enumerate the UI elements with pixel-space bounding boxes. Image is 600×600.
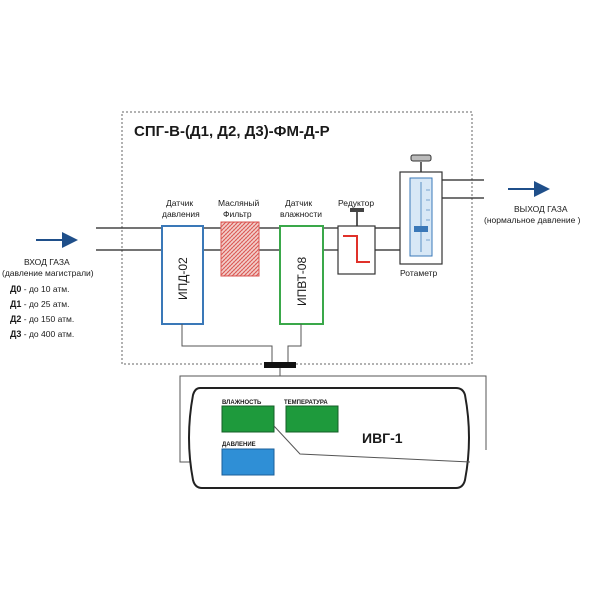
humidity-sensor: Датчик влажности ИПВТ-08 [279, 198, 324, 325]
ivg1-device: ВЛАЖНОСТЬ ТЕМПЕРАТУРА ДАВЛЕНИЕ ИВГ-1 [188, 387, 471, 489]
inlet-sublabel: (давление магистрали) [2, 268, 94, 278]
range-d0: Д0 - до 10 атм. [10, 284, 69, 294]
display-temperature-label: ТЕМПЕРАТУРА [284, 400, 328, 406]
display-humidity [221, 405, 275, 433]
gas-pipe [96, 179, 484, 251]
range-d1: Д1 - до 25 атм. [10, 299, 69, 309]
inlet-label: ВХОД ГАЗА [24, 257, 70, 267]
oil-filter-caption1: Масляный [218, 198, 260, 208]
outlet-sublabel: (нормальное давление ) [484, 215, 581, 225]
display-humidity-label: ВЛАЖНОСТЬ [222, 400, 262, 406]
humidity-sensor-model: ИПВТ-08 [295, 257, 309, 306]
oil-filter: Масляный Фильтр [218, 198, 260, 277]
display-pressure-label: ДАВЛЕНИЕ [222, 442, 256, 448]
oil-filter-element [220, 221, 260, 277]
oil-filter-caption2: Фильтр [223, 209, 252, 219]
humidity-sensor-caption1: Датчик [285, 198, 312, 208]
rotameter-caption: Ротаметр [400, 268, 438, 278]
cable-connector [264, 362, 296, 368]
pressure-sensor-box [161, 225, 204, 325]
rotameter: Ротаметр [399, 154, 443, 278]
humidity-sensor-box [279, 225, 324, 325]
pressure-sensor: Датчик давления ИПД-02 [161, 198, 204, 325]
inlet-labels: ВХОД ГАЗА (давление магистрали) Д0 - до … [2, 257, 94, 339]
pressure-sensor-model: ИПД-02 [176, 257, 190, 300]
reducer-caption: Редуктор [338, 198, 374, 208]
pressure-sensor-caption2: давления [162, 209, 200, 219]
system-title: СПГ-В-(Д1, Д2, Д3)-ФМ-Д-Р [134, 123, 330, 140]
humidity-sensor-caption2: влажности [280, 209, 322, 219]
range-d2: Д2 - до 150 атм. [10, 314, 74, 324]
pressure-sensor-caption1: Датчик [166, 198, 193, 208]
reducer: Редуктор [337, 198, 376, 275]
display-temperature [285, 405, 339, 433]
display-pressure [221, 448, 275, 476]
device-name: ИВГ-1 [362, 430, 403, 446]
range-d3: Д3 - до 400 атм. [10, 329, 74, 339]
reducer-symbol [343, 235, 370, 263]
system-enclosure [121, 111, 473, 365]
outlet-label: ВЫХОД ГАЗА [514, 204, 568, 214]
